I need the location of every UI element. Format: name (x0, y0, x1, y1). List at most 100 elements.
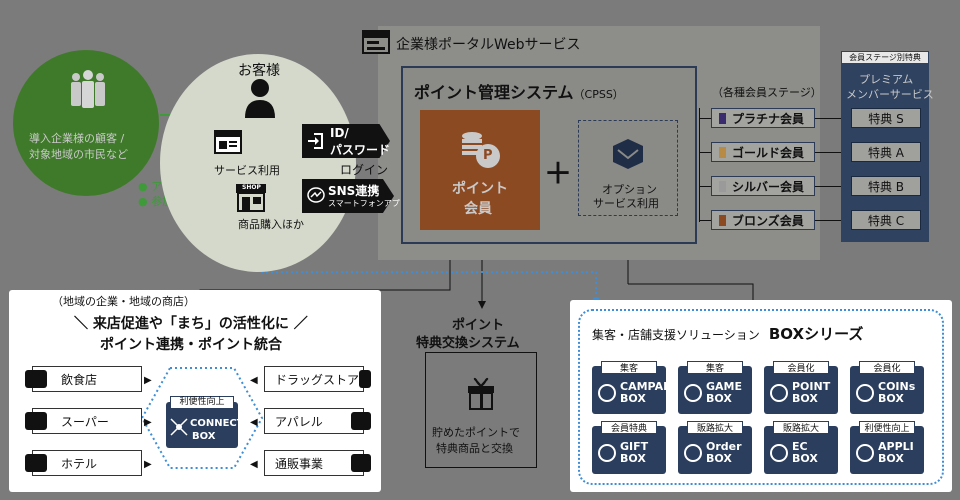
box-tile-line2: BOX (620, 452, 646, 465)
box-tile-icon (770, 384, 788, 402)
stage-label: ゴールド会員 (732, 145, 805, 160)
box-tile-line2: BOX (706, 452, 732, 465)
exchange-desc2: 特典商品と交換 (436, 442, 513, 455)
person-icon (245, 79, 275, 118)
password-label: パスワード (330, 143, 391, 157)
local-business-pill: スーパー (25, 408, 142, 434)
drugstore-icon (359, 370, 371, 388)
exchange-line1: ポイント (452, 318, 505, 333)
box-tile-icon (856, 444, 874, 462)
exchange-box (425, 352, 537, 468)
visitors-line1: 導入企業様の顧客 / (29, 132, 125, 145)
box-series-inner (578, 309, 944, 485)
stage-label: シルバー会員 (732, 179, 805, 194)
sns-label: SNS連携 (328, 184, 380, 198)
box-tile-tag: 販路拡大 (687, 421, 743, 434)
stages-bracket (699, 108, 707, 222)
box-tile-tag: 会員特典 (601, 421, 657, 434)
arrow-icon: ▶ (144, 375, 152, 386)
box-tile-line1: EC (792, 440, 808, 453)
box-icon (613, 139, 643, 169)
cart-icon (351, 454, 371, 472)
portal-title: 企業様ポータルWebサービス (396, 37, 581, 53)
local-business-label: 飲食店 (61, 372, 98, 387)
arrow-icon: ◀ (250, 375, 258, 386)
shop-sign: SHOP (242, 184, 261, 191)
box-tile-tag: 集客 (687, 361, 743, 374)
box-tile-icon (598, 384, 616, 402)
option-line1: オプション (602, 183, 657, 196)
coin-icon (462, 132, 500, 168)
exchange-desc1: 貯めたポイントで (432, 426, 520, 439)
apparel-icon (351, 412, 371, 430)
stage-flag-icon (719, 180, 726, 192)
local-business-pill: ホテル (25, 450, 142, 476)
arrow-icon: ◀ (250, 417, 258, 428)
local-business-pill: ドラッグストア (264, 366, 371, 392)
box-tile-line1: Order (706, 440, 742, 453)
box-tile-tag: 利便性向上 (859, 421, 915, 434)
local-business-label: ホテル (61, 456, 98, 471)
box-tile-icon (684, 384, 702, 402)
stage-flag-icon (719, 214, 726, 226)
local-business-label: ドラッグストア (275, 372, 360, 387)
box-tile-line1: POINT (792, 380, 831, 393)
box-tile-tag: 集客 (601, 361, 657, 374)
premium-tag: 会員ステージ別特典 (841, 51, 929, 64)
smartphone-app-label: スマートフォンアプリ (328, 199, 408, 208)
visitors-line2: 対象地域の市民など (29, 148, 128, 161)
stage-to-benefit-line (815, 220, 857, 221)
box-tile-line1: APPLI (878, 440, 914, 453)
option-line2: サービス利用 (593, 197, 659, 210)
box-tile-icon (770, 444, 788, 462)
box-tile-line1: GIFT (620, 440, 649, 453)
gift-icon (468, 377, 494, 410)
box-tile-tag: 会員化 (773, 361, 829, 374)
arrow-icon: ◀ (250, 459, 258, 470)
connect-icon (170, 418, 188, 436)
stage-row: プラチナ会員 (711, 108, 815, 128)
shop-icon (236, 184, 266, 212)
hotel-icon (25, 454, 47, 472)
box-tile-icon (598, 444, 616, 462)
login-icon (308, 133, 323, 149)
stage-row: シルバー会員 (711, 176, 815, 196)
messenger-icon (307, 187, 325, 203)
option-to-box-line-2 (628, 283, 754, 302)
login-label: ログイン (340, 163, 389, 177)
people-icon (71, 70, 105, 108)
point-member-line2: 会員 (464, 201, 492, 217)
stage-to-benefit-line (815, 186, 857, 187)
local-business-label: スーパー (61, 414, 109, 429)
connect-tag: 利便性向上 (170, 396, 234, 409)
stage-tick-line (699, 186, 711, 187)
connect-line1: CONNECT (190, 418, 244, 429)
local-business-pill: 通販事業 (264, 450, 371, 476)
premium-line2: メンバーサービス (846, 88, 934, 101)
stage-row: ブロンズ会員 (711, 210, 815, 230)
premium-line1: プレミアム (859, 73, 914, 86)
browser-icon (362, 30, 390, 54)
supermarket-icon (25, 412, 47, 430)
web-service-icon (214, 130, 242, 154)
box-tile-icon (856, 384, 874, 402)
stage-row: ゴールド会員 (711, 142, 815, 162)
cpss-title: ポイント管理システム（CPSS） (414, 83, 624, 102)
box-tile-line1: CAMPAIGN (620, 380, 686, 393)
stage-flag-icon (719, 146, 726, 158)
box-tile-line2: BOX (792, 392, 818, 405)
